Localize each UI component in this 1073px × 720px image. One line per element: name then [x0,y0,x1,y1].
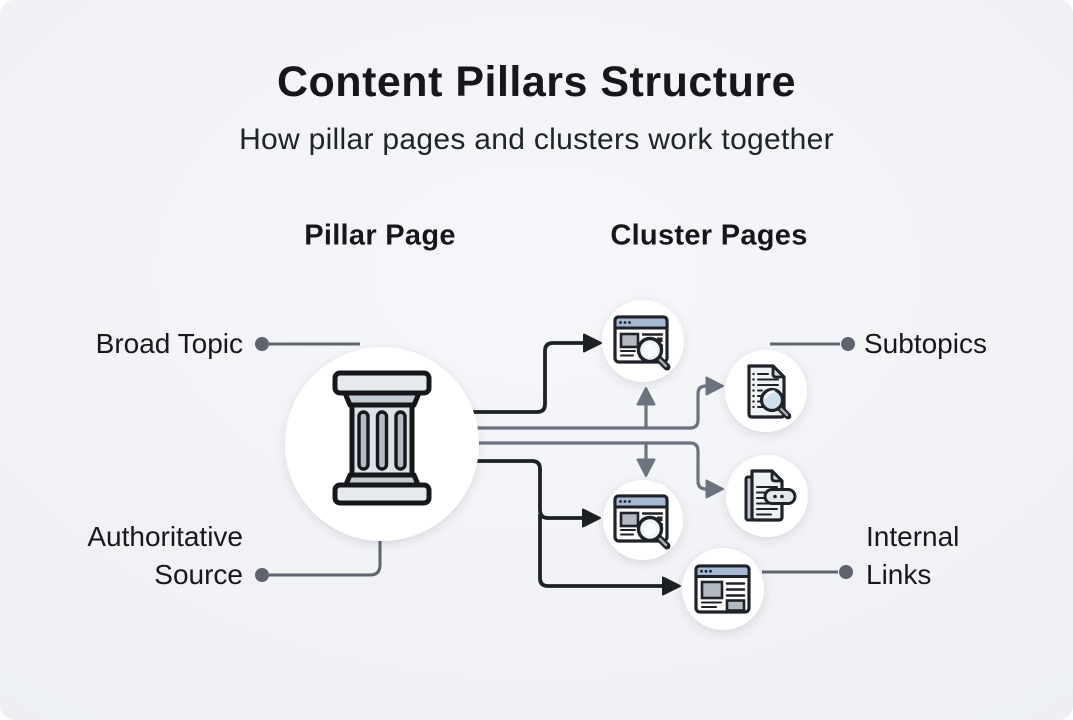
arrowhead-up-to-top-cluster [636,387,656,406]
authoritative-source-label: Authoritative Source [87,518,243,594]
flow-pillar-to-upper-right-cluster [445,384,707,430]
arrowhead-to-bottom-cluster [662,576,681,596]
authoritative-source-connector-line [269,538,382,577]
webpage-search-icon [615,496,667,546]
cluster-pages-header: Cluster Pages [610,219,808,252]
authoritative-source-dot [255,568,269,582]
subtopics-label: Subtopics [864,328,987,359]
page-subtitle: How pillar pages and clusters work toget… [239,123,834,156]
flow-pillar-to-middle-cluster [435,459,583,520]
flow-pillar-to-lower-right-cluster [445,441,707,491]
pillar-page-header: Pillar Page [304,219,456,252]
label-connector-dots [255,337,855,582]
authoritative-source-line1: Authoritative [87,521,243,552]
arrowhead-to-middle-cluster [582,508,601,528]
webpage-search-icon [615,317,667,367]
internal-links-dot [839,565,853,579]
arrowhead-down-to-middle-cluster [636,458,656,477]
page-title: Content Pillars Structure [276,58,797,106]
arrowhead-to-lower-right-cluster [705,479,724,499]
flow-pillar-to-top-cluster [435,341,584,414]
gray-arrowheads [636,376,724,499]
arrowhead-to-top-cluster [583,333,602,353]
flow-pillar-to-bottom-cluster [538,514,663,588]
webpage-layout-icon [694,564,751,614]
label-connectors [269,342,840,577]
document-search-icon [749,366,788,417]
gray-flow-lines [445,384,707,491]
authoritative-source-line2: Source [154,559,243,590]
dark-flow-lines [435,341,663,588]
internal-links-label: Internal Links [866,518,959,594]
broad-topic-label: Broad Topic [95,328,243,359]
internal-links-line1: Internal [866,521,960,552]
broad-topic-dot [255,337,269,351]
internal-links-line2: Links [866,559,932,590]
subtopics-dot [841,337,855,351]
arrowhead-to-upper-right-cluster [705,376,724,396]
